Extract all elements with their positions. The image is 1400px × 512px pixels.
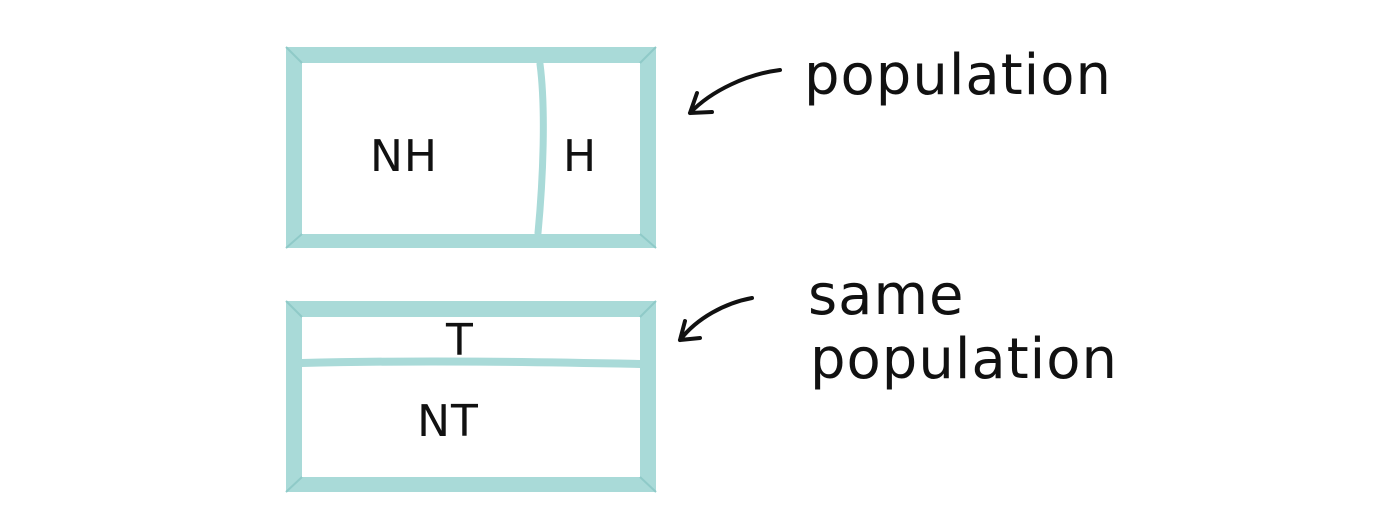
top-box-right-label: H — [563, 131, 597, 182]
top-box-left-label: NH — [370, 131, 438, 182]
top-note: population — [688, 43, 1112, 115]
top-box-frame — [286, 47, 656, 248]
bottom-note: same population — [678, 263, 1118, 392]
top-box-frame-bevel — [285, 46, 657, 249]
top-box: NH H — [285, 46, 657, 249]
bottom-arrow-icon — [678, 296, 754, 342]
bottom-box-top-label: T — [445, 315, 474, 366]
top-arrow-icon — [688, 68, 782, 115]
top-note-text: population — [804, 43, 1112, 108]
top-box-divider — [534, 60, 547, 237]
bottom-box-divider — [298, 357, 644, 368]
bottom-note-line2: population — [810, 327, 1118, 392]
bottom-note-line1: same — [808, 263, 965, 328]
bottom-box: T NT — [285, 300, 657, 493]
bottom-box-bottom-label: NT — [417, 396, 479, 447]
bottom-box-frame-bevel — [285, 300, 657, 493]
